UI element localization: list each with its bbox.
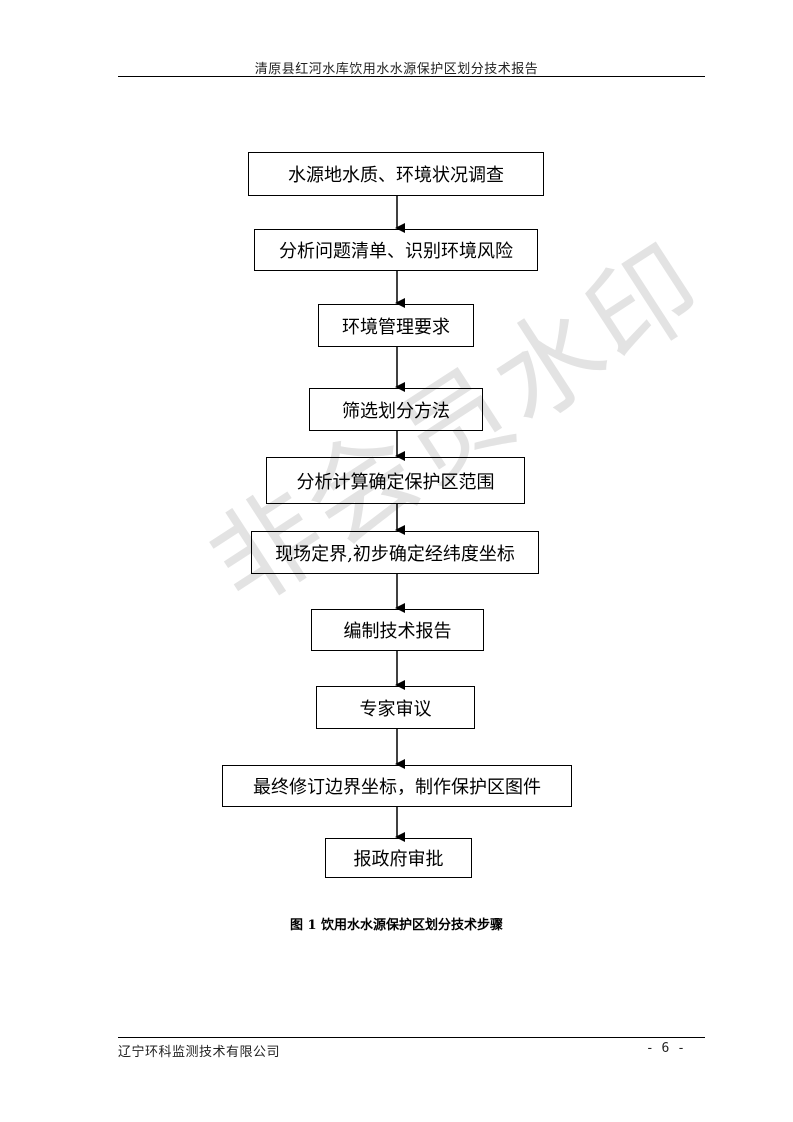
header-divider [118,76,705,77]
figure-caption: 图 1 饮用水水源保护区划分技术步骤 [289,918,504,933]
footer-divider [118,1037,705,1038]
report-title: 清原县红河水库饮用水水源保护区划分技术报告 [254,62,539,77]
company-name: 辽宁环科监测技术有限公司 [118,1045,281,1060]
flow-step-water-survey: 水源地水质、环境状况调查 [248,152,544,196]
page-number: - 6 - [645,1041,685,1056]
